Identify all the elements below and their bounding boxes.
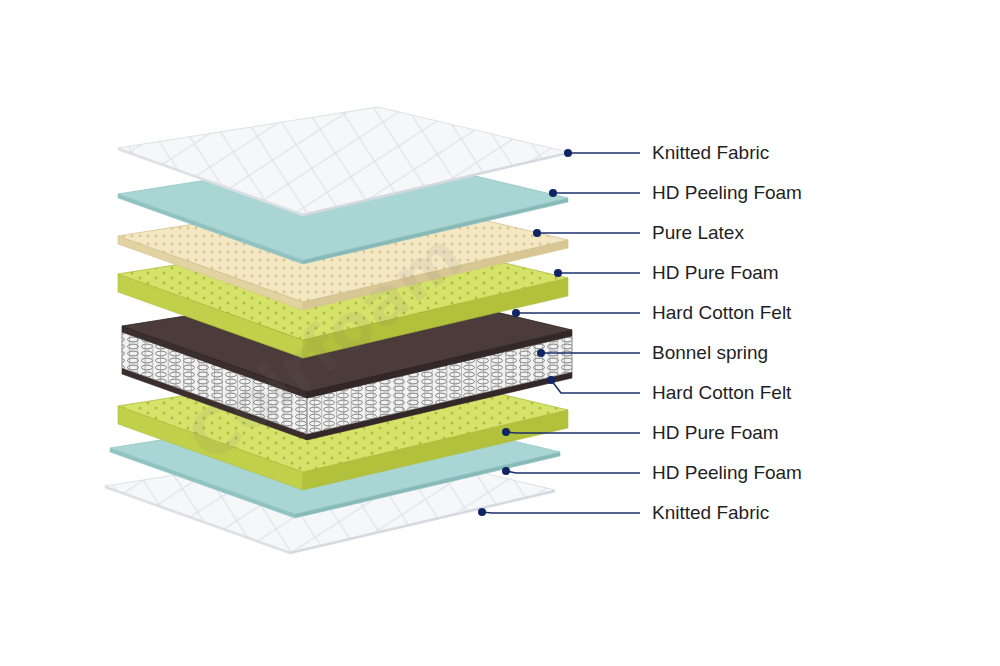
spring-wire	[549, 341, 550, 377]
leader-dot	[549, 189, 557, 197]
spring-wire	[439, 367, 440, 403]
leader-line	[482, 512, 640, 513]
leader-line	[506, 432, 640, 433]
layer-label: Bonnel spring	[652, 341, 768, 365]
spring-wire	[498, 353, 499, 389]
layer-label: Hard Cotton Felt	[652, 301, 791, 325]
leader-line	[516, 312, 640, 314]
spring-wire	[358, 386, 359, 422]
leader-dot	[564, 149, 572, 157]
leader-dot	[554, 269, 562, 277]
spring-wire	[152, 343, 153, 379]
leader-line	[551, 380, 640, 393]
spring-wire	[122, 332, 123, 368]
layer-label: Knitted Fabric	[652, 501, 769, 525]
spring-wire	[542, 343, 543, 379]
spring-wire	[351, 388, 352, 424]
spring-wire	[373, 383, 374, 419]
spring-wire	[129, 335, 130, 371]
spring-wire	[343, 389, 344, 425]
layer-label: HD Peeling Foam	[652, 461, 802, 485]
spring-wire	[336, 391, 337, 427]
layer-label: Pure Latex	[652, 221, 744, 245]
spring-wire	[505, 352, 506, 388]
leader-dot	[537, 349, 545, 357]
spring-wire	[168, 349, 169, 385]
leader-dot	[547, 376, 555, 384]
spring-wire	[191, 357, 192, 393]
leader-dot	[502, 428, 510, 436]
spring-wire	[527, 346, 528, 382]
spring-wire	[329, 393, 330, 429]
spring-wire	[314, 396, 315, 432]
leader-dot	[478, 508, 486, 516]
spring-wire	[513, 350, 514, 386]
spring-wire	[365, 384, 366, 420]
leader-line	[541, 352, 640, 354]
spring-wire	[491, 355, 492, 391]
leader-dot	[502, 467, 510, 475]
knitted-fabric-layer	[118, 107, 568, 216]
layer-label: Knitted Fabric	[652, 141, 769, 165]
spring-wire	[468, 360, 469, 396]
spring-wire	[410, 374, 411, 410]
spring-wire	[387, 379, 388, 415]
leader-dot	[533, 229, 541, 237]
spring-wire	[446, 365, 447, 401]
leader-line	[537, 232, 640, 234]
spring-wire	[380, 381, 381, 417]
leader-line	[506, 471, 640, 473]
layer-label: HD Pure Foam	[652, 421, 779, 445]
layer-label: HD Pure Foam	[652, 261, 779, 285]
spring-wire	[432, 369, 433, 405]
spring-wire	[206, 362, 207, 398]
spring-wire	[535, 345, 536, 381]
spring-wire	[183, 354, 184, 390]
spring-wire	[402, 376, 403, 412]
spring-wire	[564, 338, 565, 374]
spring-wire	[572, 336, 573, 372]
spring-wire	[199, 360, 200, 396]
spring-wire	[476, 358, 477, 394]
spring-wire	[461, 362, 462, 398]
knitted-fabric-layer-top	[118, 107, 568, 214]
layer-label: Hard Cotton Felt	[652, 381, 791, 405]
leader-line	[568, 152, 640, 154]
spring-wire	[424, 370, 425, 406]
leader-line	[553, 192, 640, 194]
spring-wire	[175, 351, 176, 387]
spring-wire	[454, 364, 455, 400]
spring-wire	[145, 340, 146, 376]
layer-label: HD Peeling Foam	[652, 181, 802, 205]
spring-wire	[417, 372, 418, 408]
leader-line	[558, 272, 640, 274]
spring-wire	[395, 377, 396, 413]
spring-wire	[321, 395, 322, 431]
spring-wire	[520, 348, 521, 384]
spring-wire	[137, 338, 138, 374]
spring-wire	[160, 346, 161, 382]
spring-wire	[483, 357, 484, 393]
leader-dot	[512, 309, 520, 317]
spring-wire	[557, 339, 558, 375]
